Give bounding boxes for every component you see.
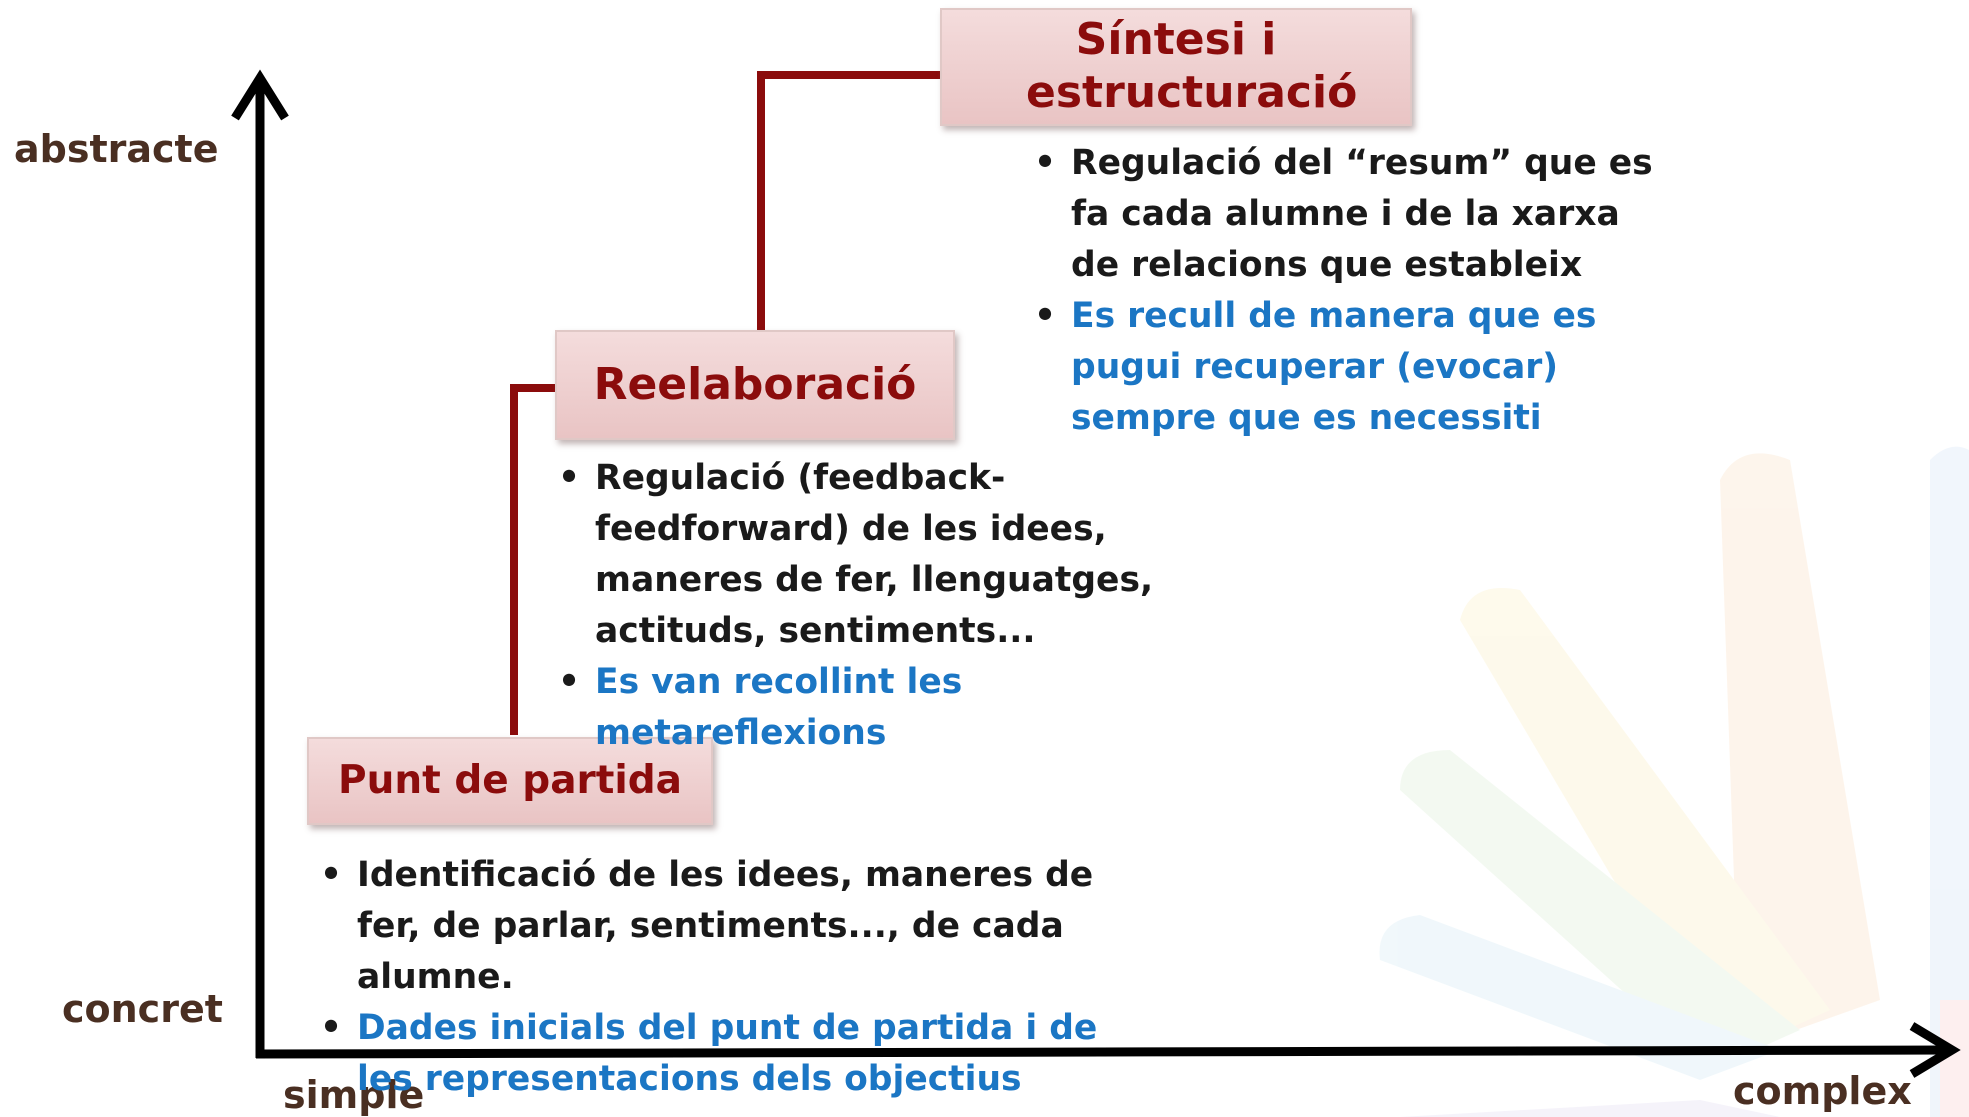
y-axis-bottom-label: concret: [62, 987, 223, 1031]
y-axis-arrowhead: [231, 69, 289, 121]
stage-bullets-sintesi-estructuracio: Regulació del “resum” que es fa cada alu…: [1034, 138, 1674, 444]
y-axis-top-label: abstracte: [14, 127, 219, 171]
stage-bullets-reelaboracio: Regulació (feedback-feedforward) de les …: [558, 453, 1198, 759]
fan-petal: [1400, 1100, 1780, 1117]
fan-petal: [1400, 750, 1800, 1070]
stage-title: Reelaboració: [593, 358, 917, 410]
bullet-item: Regulació del “resum” que es fa cada alu…: [1034, 138, 1674, 291]
bullet-item: Identificació de les idees, maneres de f…: [320, 850, 1100, 1003]
stage-box-sintesi-estructuracio: Síntesi i estructuració: [940, 8, 1412, 126]
connector-reelaboracio-to-sintesi: [757, 71, 940, 330]
fan-petal: [1930, 446, 1969, 1117]
fan-petal: [1940, 1000, 1969, 1117]
fan-petal: [1720, 453, 1880, 1050]
bullet-item: Regulació (feedback-feedforward) de les …: [558, 453, 1198, 657]
connector-punt-to-reelaboracio: [510, 384, 556, 735]
x-axis-arrowhead: [1909, 1022, 1961, 1078]
fan-petal: [1460, 588, 1830, 1060]
bullet-item: Es van recollint les metareflexions: [558, 657, 1198, 759]
stage-title: Punt de partida: [338, 757, 682, 803]
stage-box-reelaboracio: Reelaboració: [555, 330, 955, 440]
fan-petal: [1379, 915, 1780, 1080]
stage-bullets-punt-de-partida: Identificació de les idees, maneres de f…: [320, 850, 1100, 1105]
x-axis-right-label: complex: [1733, 1069, 1912, 1113]
stage-title: Síntesi i estructuració: [1026, 14, 1358, 118]
bullet-item: Dades inicials del punt de partida i de …: [320, 1003, 1100, 1105]
bullet-item: Es recull de manera que es pugui recuper…: [1034, 291, 1674, 444]
